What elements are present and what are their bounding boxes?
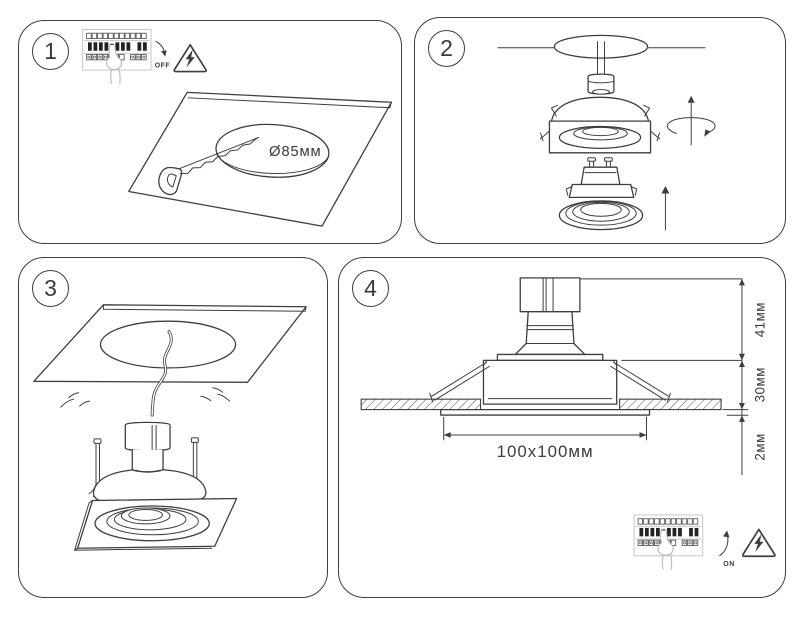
rotate-arrow-icon xyxy=(666,95,716,146)
fixture-body xyxy=(482,359,618,405)
fixture-cross-section xyxy=(360,277,743,416)
power-cable xyxy=(150,330,173,417)
step-number-badge: 3 xyxy=(32,270,69,307)
lamp-holder xyxy=(514,311,586,356)
width-dimension xyxy=(443,416,647,441)
switch-state-label: OFF xyxy=(155,63,170,70)
step-2-drawing xyxy=(497,34,716,231)
cutout-size-label: 100x100мм xyxy=(497,442,594,461)
spring-arms xyxy=(429,360,671,403)
trim-plate xyxy=(440,408,651,416)
step-4-panel: 4 xyxy=(338,257,786,598)
spring-clips xyxy=(88,437,204,498)
power-on-arrow-icon xyxy=(719,530,730,557)
gu10-socket xyxy=(587,41,615,95)
height-above-ceiling-label: 41мм xyxy=(752,302,767,337)
ceiling-line xyxy=(497,34,706,59)
trim-frame xyxy=(74,497,238,551)
lamp-holder xyxy=(131,449,164,473)
cutout-hole xyxy=(215,123,330,178)
cutout-hole xyxy=(99,320,237,369)
step-3-drawing xyxy=(33,304,307,551)
step-4-drawing: 100x100мм 41мм 30мм 2мм ON xyxy=(360,277,776,570)
step-number-badge: 1 xyxy=(32,33,69,70)
step-1-panel: 1 OFF Ø85мм xyxy=(18,20,402,244)
step-number-badge: 2 xyxy=(428,30,465,67)
step-1-drawing: OFF Ø85мм xyxy=(82,28,393,227)
keyhole-saw xyxy=(158,136,260,196)
gu10-bulb xyxy=(558,157,644,231)
trim-thickness-label: 2мм xyxy=(752,433,767,460)
switch-state-label: ON xyxy=(723,561,734,568)
step-number: 2 xyxy=(440,35,453,61)
step-number: 3 xyxy=(44,275,57,301)
hole-diameter-label: Ø85мм xyxy=(269,144,321,160)
insert-arrow-icon xyxy=(661,186,670,231)
terminal-box xyxy=(124,421,171,452)
step-number: 1 xyxy=(44,38,57,64)
step-number: 4 xyxy=(364,275,377,301)
motion-marks xyxy=(60,387,231,408)
recess-depth-label: 30мм xyxy=(752,367,767,402)
ceiling-cross-section xyxy=(619,398,722,411)
fixture-frame xyxy=(540,96,660,154)
terminal-box xyxy=(519,277,581,313)
ceiling-cross-section xyxy=(360,398,482,411)
fixture-body xyxy=(92,421,207,503)
step-number-badge: 4 xyxy=(352,270,389,307)
power-off-arrow-icon xyxy=(155,40,167,57)
step-2-panel: 2 xyxy=(414,17,786,244)
height-dimension xyxy=(722,278,749,476)
step-3-panel: 3 xyxy=(18,257,328,598)
